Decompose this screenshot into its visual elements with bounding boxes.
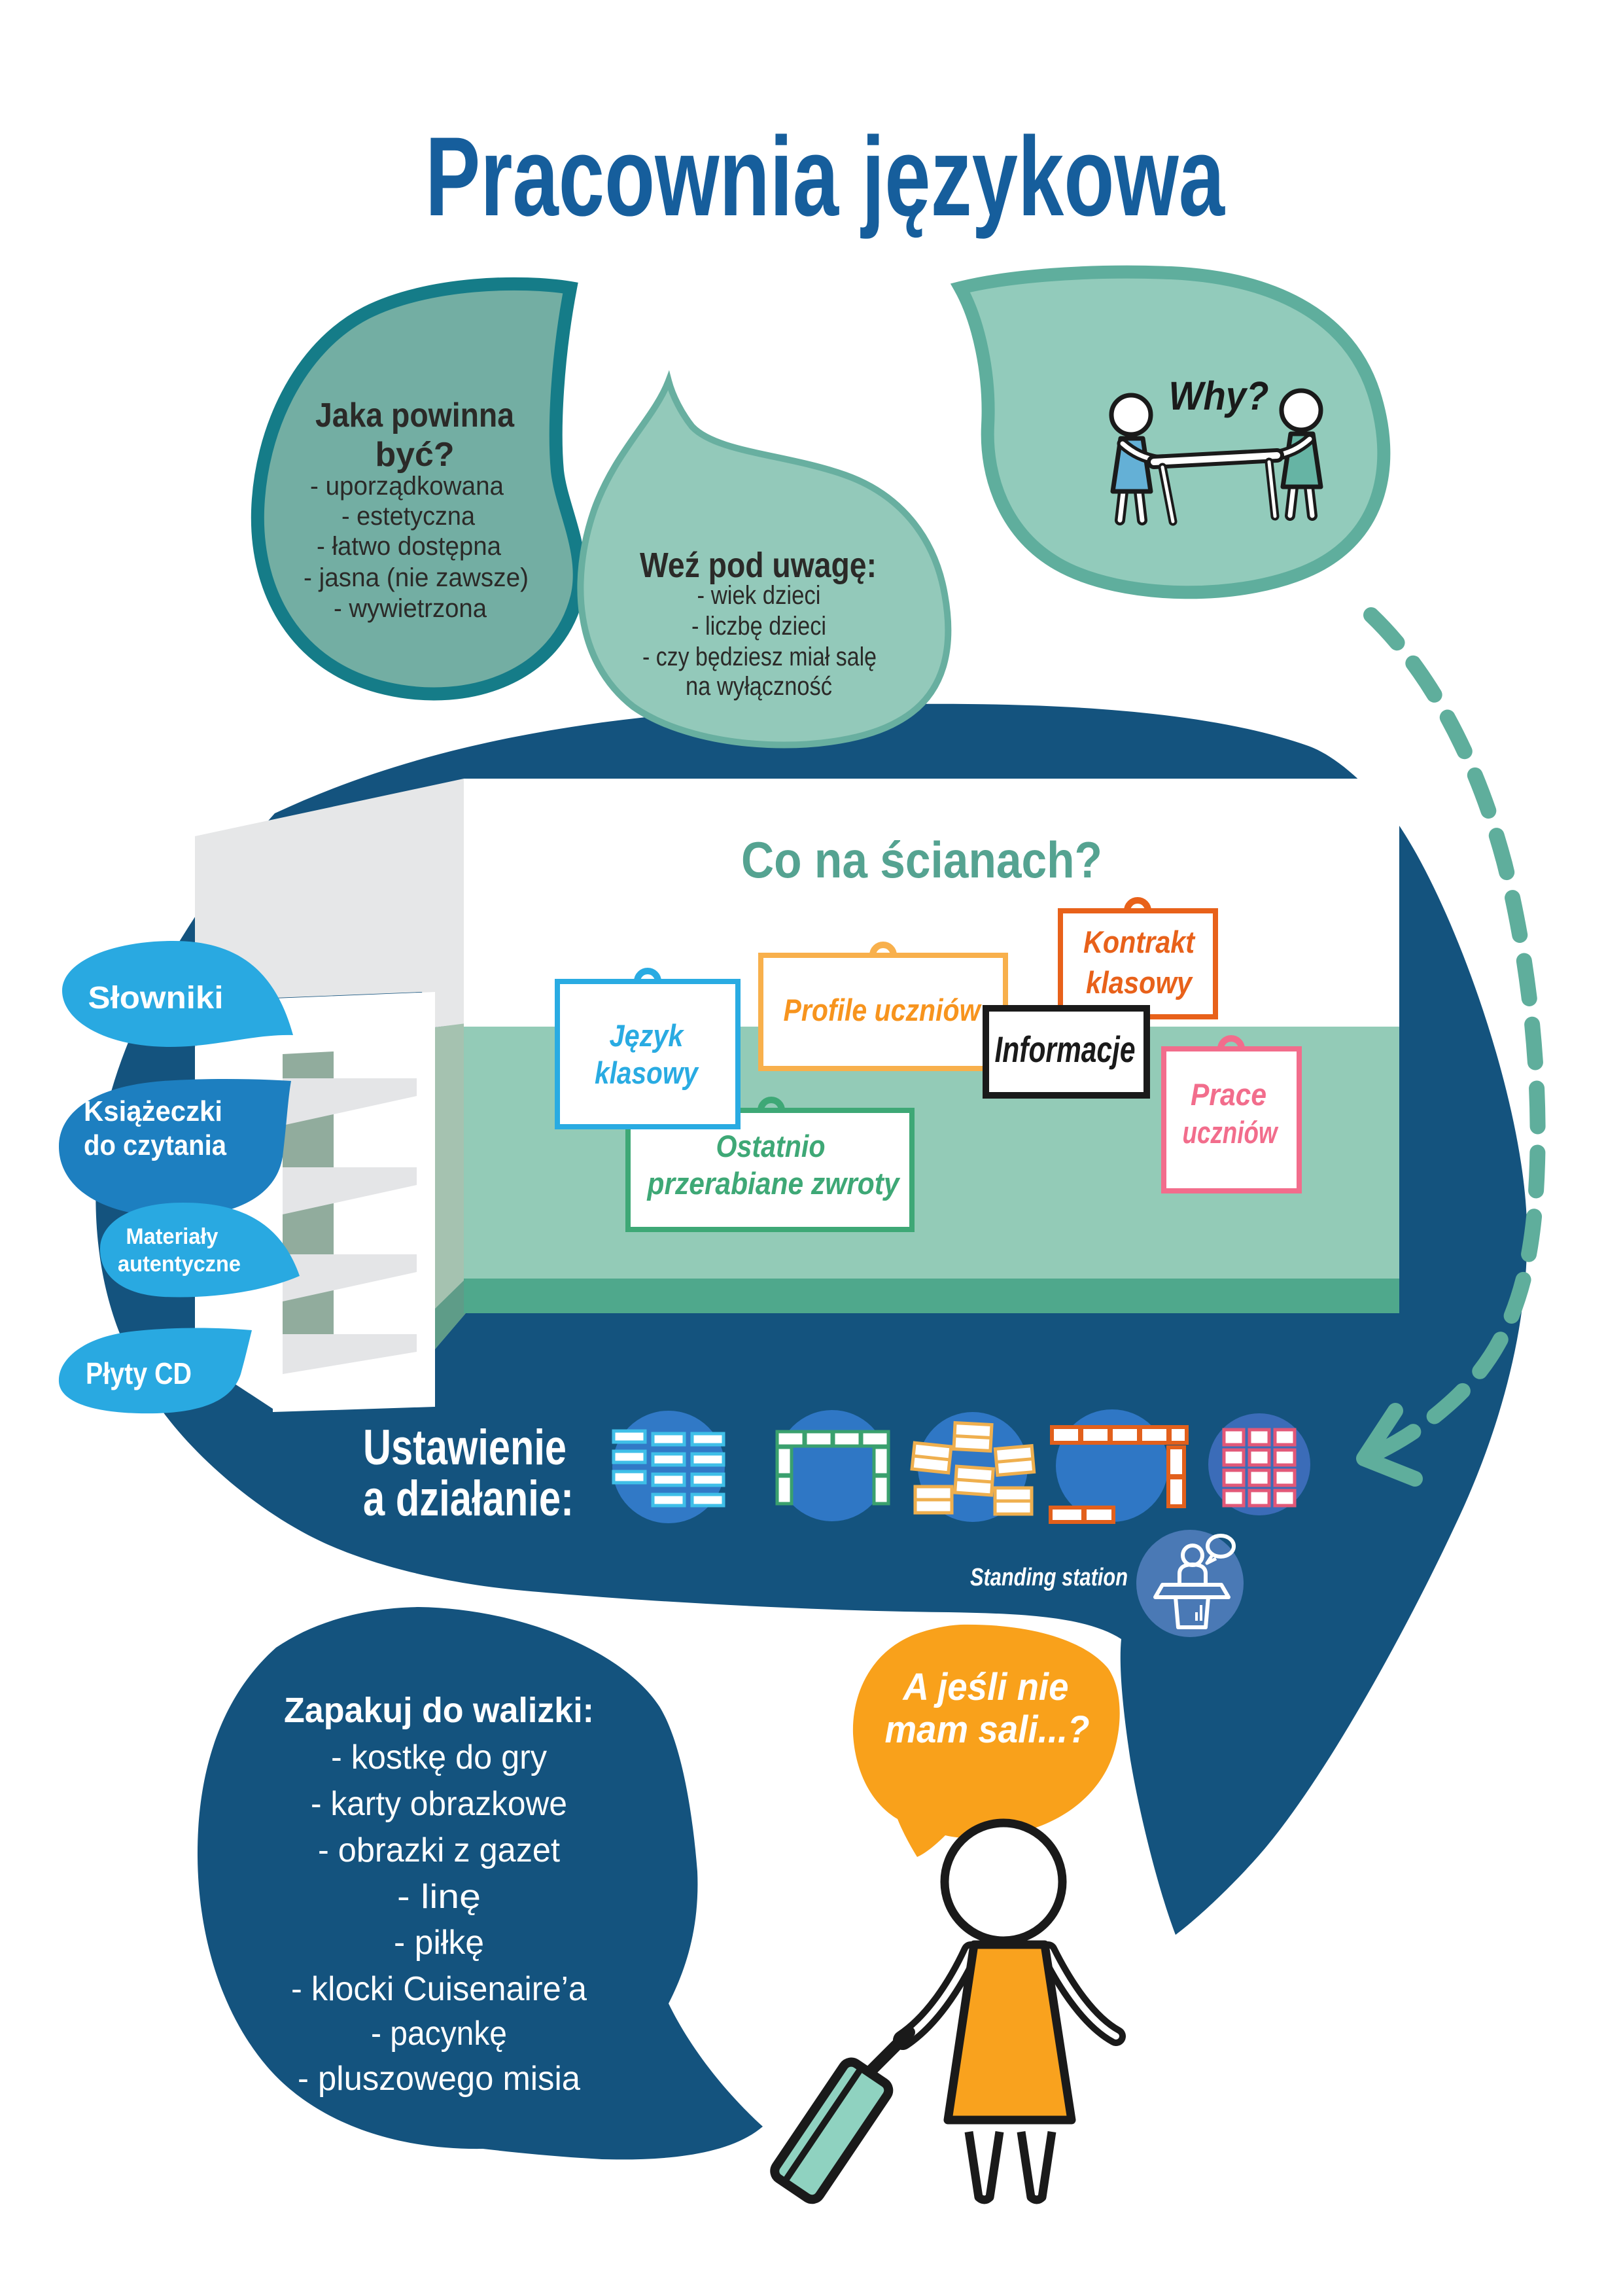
svg-text:- liczbę dzieci: - liczbę dzieci (691, 612, 826, 641)
svg-text:klasowy: klasowy (595, 1055, 699, 1090)
svg-text:klasowy: klasowy (1086, 965, 1194, 1000)
svg-text:A jeśli nie: A jeśli nie (902, 1666, 1069, 1708)
svg-text:- wywietrzona: - wywietrzona (334, 594, 487, 623)
svg-text:- linę: - linę (397, 1878, 481, 1916)
svg-text:uczniów: uczniów (1183, 1115, 1280, 1150)
svg-text:przerabiane zwroty: przerabiane zwroty (646, 1166, 901, 1201)
svg-text:Słowniki: Słowniki (88, 981, 224, 1016)
svg-text:Informacje: Informacje (995, 1029, 1136, 1070)
svg-text:Ostatnio: Ostatnio (716, 1129, 826, 1163)
svg-text:Książeczki: Książeczki (84, 1095, 222, 1127)
svg-text:Płyty CD: Płyty CD (86, 1356, 192, 1390)
svg-text:być?: być? (375, 436, 455, 474)
svg-text:Prace: Prace (1191, 1077, 1266, 1112)
svg-text:- łatwo dostępna: - łatwo dostępna (317, 532, 502, 561)
svg-text:- pacynkę: - pacynkę (371, 2015, 507, 2053)
svg-text:Kontrakt: Kontrakt (1083, 925, 1196, 959)
svg-text:Weź pod uwagę:: Weź pod uwagę: (640, 546, 877, 585)
svg-text:- estetyczna: - estetyczna (341, 502, 476, 531)
svg-text:Profile uczniów: Profile uczniów (784, 993, 983, 1027)
svg-text:- jasna (nie zawsze): - jasna (nie zawsze) (304, 563, 529, 592)
svg-text:- karty obrazkowe: - karty obrazkowe (311, 1785, 567, 1823)
svg-text:- czy będziesz miał salę: - czy będziesz miał salę (642, 643, 877, 671)
svg-text:- klocki Cuisenaire’a: - klocki Cuisenaire’a (291, 1970, 587, 2008)
svg-text:- wiek dzieci: - wiek dzieci (697, 581, 821, 610)
svg-text:Zapakuj do walizki:: Zapakuj do walizki: (284, 1691, 594, 1730)
svg-text:Co na ścianach?: Co na ścianach? (741, 831, 1102, 889)
svg-text:autentyczne: autentyczne (118, 1252, 241, 1277)
svg-text:mam sali...?: mam sali...? (885, 1708, 1090, 1751)
svg-text:- obrazki z gazet: - obrazki z gazet (318, 1831, 561, 1869)
svg-text:Jaka powinna: Jaka powinna (315, 397, 515, 434)
svg-text:na wyłączność: na wyłączność (686, 672, 832, 701)
svg-text:Materiały: Materiały (126, 1224, 218, 1249)
svg-text:- pluszowego misia: - pluszowego misia (298, 2060, 580, 2098)
svg-text:do czytania: do czytania (84, 1129, 226, 1161)
svg-text:Why?: Why? (1169, 374, 1269, 418)
svg-text:Język: Język (610, 1018, 686, 1053)
svg-text:- piłkę: - piłkę (394, 1924, 484, 1962)
svg-text:- kostkę do gry: - kostkę do gry (331, 1739, 547, 1776)
svg-text:- uporządkowana: - uporządkowana (310, 472, 504, 501)
svg-text:a działanie:: a działanie: (363, 1471, 574, 1527)
svg-text:Pracownia językowa: Pracownia językowa (425, 114, 1225, 239)
svg-text:Ustawienie: Ustawienie (363, 1420, 567, 1475)
svg-text:Standing station: Standing station (970, 1564, 1128, 1591)
